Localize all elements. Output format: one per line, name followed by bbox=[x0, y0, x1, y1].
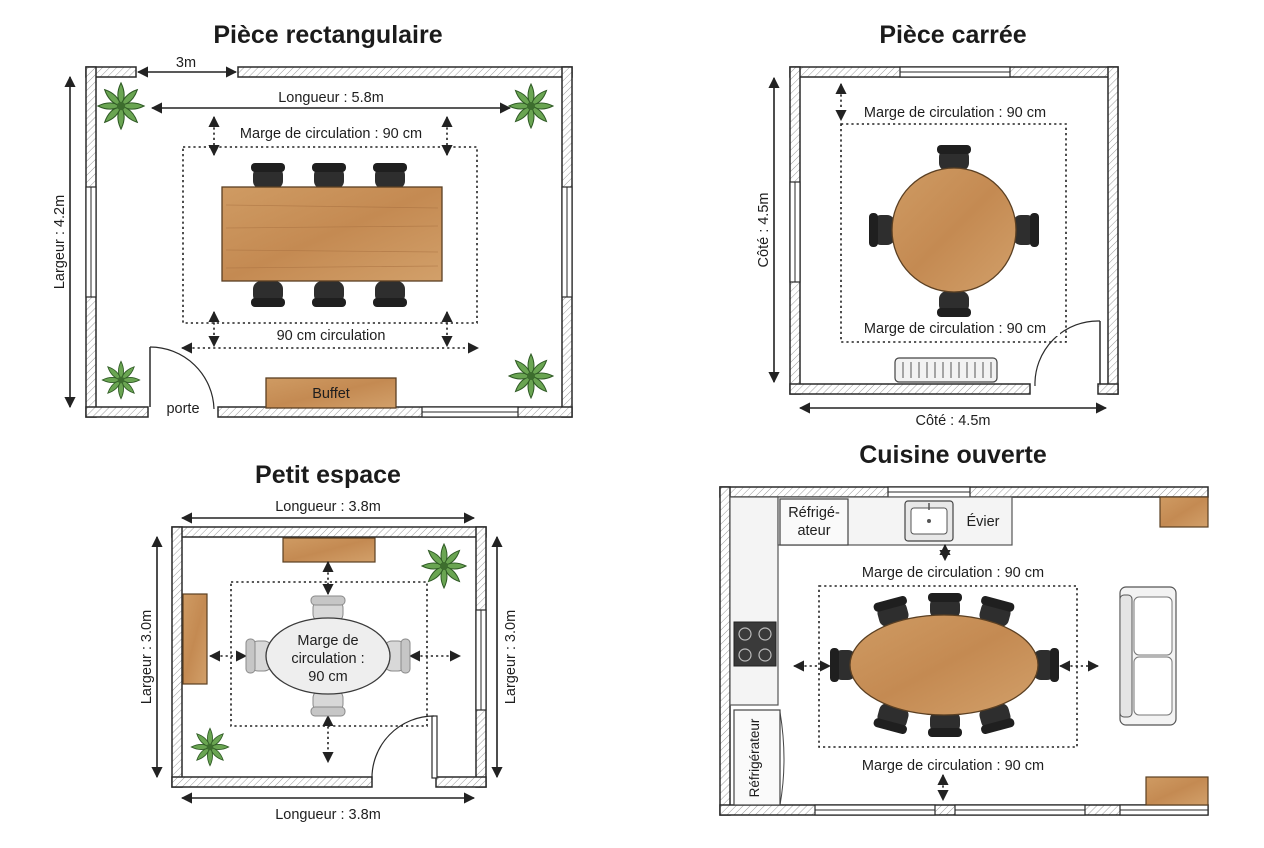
rect-chair-bottom-1 bbox=[251, 281, 285, 307]
rect-plant-bottom-right bbox=[508, 353, 554, 399]
small-width-left-label: Largeur : 3.0m bbox=[139, 610, 155, 704]
kitchen-fridge-top bbox=[779, 498, 849, 546]
small-room-title: Petit espace bbox=[255, 461, 401, 489]
square-radiator bbox=[894, 357, 998, 383]
kitchen-cooktop bbox=[733, 621, 777, 667]
square-room-title: Pièce carrée bbox=[879, 21, 1026, 49]
rect-buffet bbox=[265, 377, 397, 409]
rect-door-width: 3m bbox=[176, 55, 196, 71]
square-side-left-label: Côté : 4.5m bbox=[756, 193, 772, 268]
square-margin-bottom-label: Marge de circulation : 90 cm bbox=[864, 321, 1046, 337]
rect-plant-bottom-left bbox=[101, 360, 141, 400]
kitchen-left-counter bbox=[729, 496, 779, 706]
rect-length-label: Longueur : 5.8m bbox=[278, 90, 384, 106]
small-width-right-label: Largeur : 3.0m bbox=[503, 610, 519, 704]
square-side-bottom-label: Côté : 4.5m bbox=[916, 413, 991, 429]
kitchen-fridge-side bbox=[733, 709, 781, 806]
square-margin-zone bbox=[840, 123, 1067, 343]
small-margin-line1: Marge de bbox=[297, 633, 358, 649]
rect-chair-top-2 bbox=[312, 163, 346, 189]
rect-chair-top-1 bbox=[251, 163, 285, 189]
rect-width-label: Largeur : 4.2m bbox=[52, 195, 68, 289]
square-round-table bbox=[891, 167, 1017, 293]
kitchen-title: Cuisine ouverte bbox=[859, 441, 1047, 469]
rect-room-walls bbox=[85, 66, 573, 418]
square-room-door bbox=[1034, 320, 1101, 387]
kitchen-fridge-line2: ateur bbox=[797, 523, 830, 539]
rect-margin-bottom-label: 90 cm circulation bbox=[277, 328, 386, 344]
rect-chair-bottom-2 bbox=[312, 281, 346, 307]
small-margin-line3: 90 cm bbox=[308, 669, 348, 685]
small-margin-line2: circulation : bbox=[291, 651, 364, 667]
kitchen-fridge-line1: Réfrigé- bbox=[788, 505, 840, 521]
kitchen-sink bbox=[904, 500, 954, 542]
square-room: Pièce carrée bbox=[756, 21, 1119, 429]
small-top-cabinet bbox=[282, 537, 376, 563]
rect-buffet-label: Buffet bbox=[312, 386, 350, 402]
rect-room-title: Pièce rectangulaire bbox=[213, 21, 442, 49]
rect-chair-bottom-3 bbox=[373, 281, 407, 307]
square-chair-right bbox=[1013, 213, 1039, 247]
rect-margin-zone bbox=[182, 146, 478, 324]
small-room: Petit espace Longueur : 3.8m Longueur : … bbox=[139, 461, 519, 823]
kitchen-fridge-side-label: Réfrigérateur bbox=[747, 718, 762, 797]
square-room-walls bbox=[789, 66, 1119, 395]
rect-chair-top-3 bbox=[373, 163, 407, 189]
kitchen-sink-label: Évier bbox=[966, 513, 999, 530]
rect-room: Pièce rectangulaire porte 3m Lo bbox=[52, 21, 573, 418]
kitchen-cabinet-top-right bbox=[1159, 496, 1209, 528]
square-chair-bottom bbox=[937, 291, 971, 317]
rect-room-door bbox=[149, 346, 215, 410]
rect-door-label: porte bbox=[166, 401, 199, 417]
kitchen: Cuisine ouverte Réfrigé- ateur Évier bbox=[719, 441, 1209, 816]
small-oval-table bbox=[265, 617, 391, 695]
kitchen-oval-table bbox=[849, 614, 1039, 716]
small-length-top-label: Longueur : 3.8m bbox=[275, 499, 381, 515]
small-length-bottom-label: Longueur : 3.8m bbox=[275, 807, 381, 823]
square-chair-top bbox=[937, 145, 971, 171]
square-chair-left bbox=[869, 213, 895, 247]
rect-dining-table bbox=[221, 186, 443, 282]
small-plant-bottom-left bbox=[190, 727, 230, 767]
small-side-cabinet bbox=[182, 593, 208, 685]
rect-plant-top-left bbox=[97, 82, 145, 130]
small-plant-top-right bbox=[421, 543, 467, 589]
kitchen-sofa bbox=[1119, 586, 1177, 726]
square-margin-top-label: Marge de circulation : 90 cm bbox=[864, 105, 1046, 121]
rect-margin-top-label: Marge de circulation : 90 cm bbox=[240, 126, 422, 142]
small-room-walls bbox=[171, 526, 487, 788]
small-room-door bbox=[371, 715, 438, 781]
rect-plant-top-right bbox=[508, 83, 554, 129]
kitchen-margin-bottom-label: Marge de circulation : 90 cm bbox=[862, 758, 1044, 774]
kitchen-cabinet-bottom-right bbox=[1145, 776, 1209, 806]
kitchen-margin-top-label: Marge de circulation : 90 cm bbox=[862, 565, 1044, 581]
